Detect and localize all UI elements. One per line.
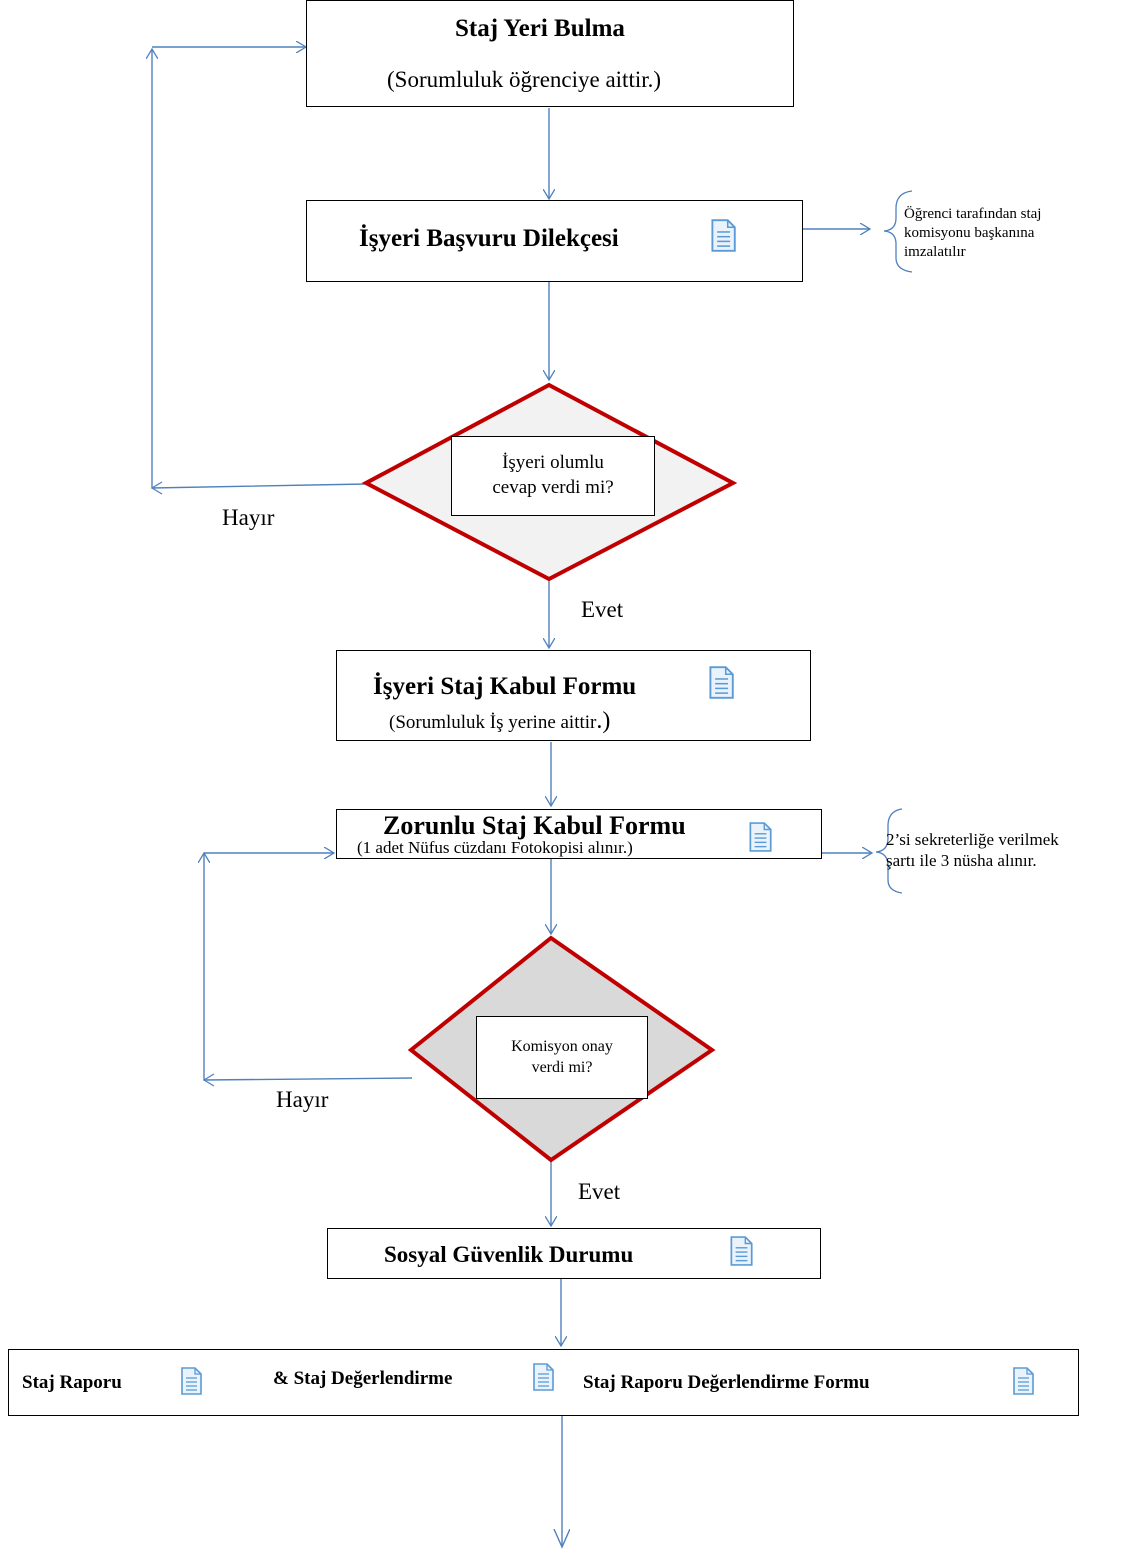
document-icon[interactable]	[710, 219, 736, 252]
decision-commission-line-2: verdi mi?	[531, 1058, 593, 1076]
decision-commission-no-label: Hayır	[276, 1087, 329, 1112]
step-find-internship-box: Staj Yeri Bulma (Sorumluluk öğrenciye ai…	[306, 0, 794, 107]
step-acceptance-form-box: İşyeri Staj Kabul Formu (Sorumluluk İş y…	[336, 650, 811, 741]
decision-employer-line-2: cevap verdi mi?	[492, 477, 614, 498]
document-icon[interactable]	[748, 822, 772, 852]
mandatory-note-line-1: 2’si sekreterliğe verilmek	[886, 830, 1059, 849]
step-report-evaluation-form-label: Staj Raporu Değerlendirme Formu	[583, 1372, 870, 1393]
step-acceptance-form-title: İşyeri Staj Kabul Formu	[373, 673, 637, 700]
brace-application-note	[883, 190, 913, 273]
step-acceptance-form-subtitle-main: (Sorumluluk İş yerine aittir	[389, 712, 597, 733]
document-icon[interactable]	[729, 1236, 753, 1266]
decision-commission-question: Komisyon onay verdi mi?	[476, 1016, 648, 1099]
document-icon[interactable]	[708, 666, 734, 699]
step-report-label: Staj Raporu	[22, 1372, 122, 1393]
application-note-line-1: Öğrenci tarafından staj	[904, 206, 1042, 222]
step-acceptance-form-subtitle-end: .)	[596, 708, 611, 734]
decision-employer-question: İşyeri olumlu cevap verdi mi?	[451, 436, 655, 516]
step-mandatory-form-box: Zorunlu Staj Kabul Formu (1 adet Nüfus c…	[336, 809, 822, 859]
step-application-title: İşyeri Başvuru Dilekçesi	[359, 225, 619, 252]
document-icon[interactable]	[532, 1363, 554, 1391]
document-icon[interactable]	[1012, 1367, 1034, 1395]
step-social-security-title: Sosyal Güvenlik Durumu	[384, 1242, 634, 1267]
step-find-internship-title: Staj Yeri Bulma	[455, 15, 625, 42]
step-acceptance-form-subtitle: (Sorumluluk İş yerine aittir.)	[389, 708, 610, 735]
decision-employer-yes-label: Evet	[581, 597, 624, 622]
step-mandatory-form-title: Zorunlu Staj Kabul Formu	[383, 811, 686, 840]
mandatory-note: 2’si sekreterliğe verilmek şartı ile 3 n…	[886, 829, 1059, 872]
application-note-line-3: imzalatılır	[904, 243, 966, 260]
decision-employer-no-label: Hayır	[222, 505, 275, 530]
application-note: Öğrenci tarafından staj komisyonu başkan…	[904, 205, 1041, 261]
step-evaluation-label: & Staj Değerlendirme	[273, 1368, 453, 1389]
decision-commission-yes-label: Evet	[578, 1179, 621, 1204]
step-mandatory-form-subtitle: (1 adet Nüfus cüzdanı Fotokopisi alınır.…	[357, 838, 633, 857]
decision-employer-line-1: İşyeri olumlu	[502, 452, 604, 474]
loop-commission-no	[204, 853, 413, 1081]
step-find-internship-subtitle: (Sorumluluk öğrenciye aittir.)	[387, 67, 662, 92]
application-note-line-2: komisyonu başkanına	[904, 224, 1035, 241]
brace-mandatory-note	[875, 808, 903, 894]
document-icon[interactable]	[180, 1367, 202, 1395]
mandatory-note-line-2: şartı ile 3 nüsha alınır.	[886, 851, 1037, 871]
decision-commission-line-1: Komisyon onay	[511, 1037, 613, 1055]
